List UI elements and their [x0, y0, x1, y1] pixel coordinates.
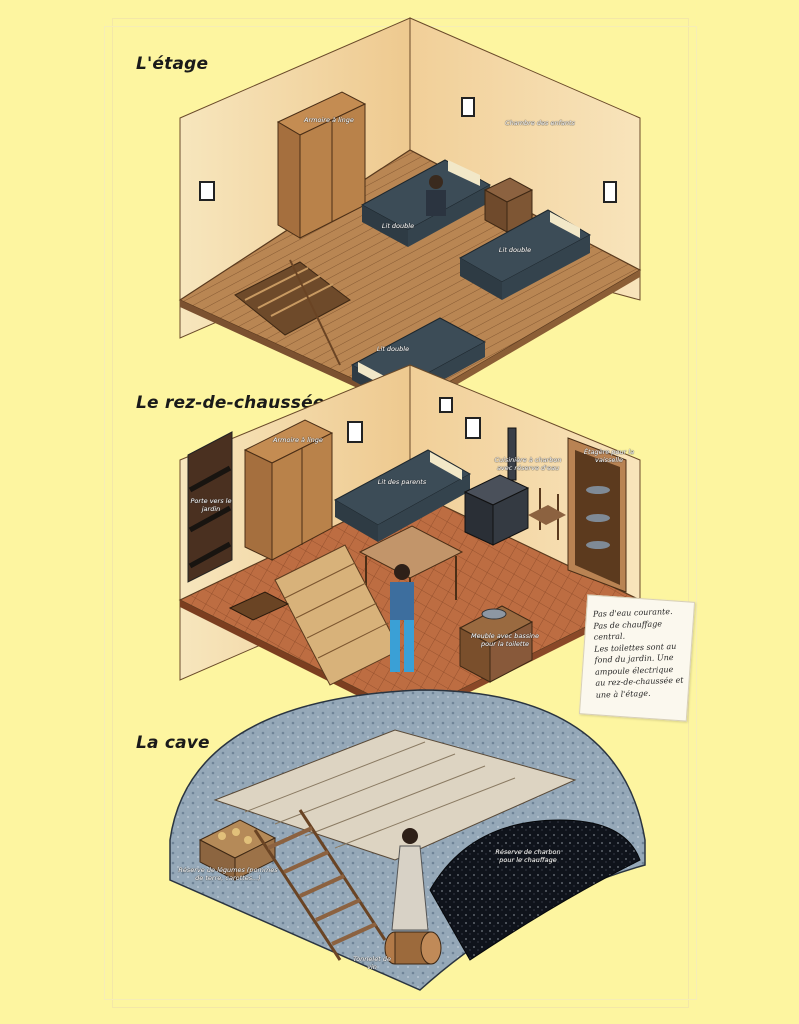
- etage-section: [178, 17, 642, 412]
- rdc-man-figure: [390, 564, 414, 672]
- etage-stair-opening: [234, 261, 351, 336]
- rdc-frame-3: [465, 417, 481, 439]
- label-cave-tonnelet: Tonnelet de vin: [353, 955, 391, 971]
- etage-armoire: [276, 91, 367, 239]
- cave-section: [169, 689, 646, 991]
- cave-ceiling-boards: [213, 729, 577, 861]
- rdc-parents-bed: [333, 449, 472, 542]
- rdc-coal-stove: [463, 427, 530, 546]
- note-text: Pas d'eau courante. Pas de chauffage cen…: [592, 606, 684, 700]
- etage-frame-2: [461, 97, 475, 117]
- etage-bed-1: [360, 159, 492, 247]
- etage-bed-2: [458, 209, 592, 300]
- rdc-trapdoor: [228, 591, 290, 621]
- rdc-chair: [528, 488, 566, 540]
- rdc-wash-basin: [458, 605, 534, 683]
- rdc-garden-door: [187, 431, 233, 583]
- cave-stairs: [253, 809, 387, 961]
- level-title-cave: La cave: [136, 733, 210, 753]
- etage-frame-3: [603, 181, 617, 203]
- rdc-frame-2: [439, 397, 453, 413]
- label-rdc-meuble: Meuble avec bassine pour la toilette: [471, 632, 539, 648]
- etage-frame-1: [199, 181, 215, 201]
- label-etage-lit-3: Lit double: [376, 345, 410, 353]
- page-frame: [112, 18, 689, 1008]
- rdc-frame-1: [347, 421, 363, 443]
- label-rdc-etagere: Étagère pour la vaisselle: [583, 448, 635, 464]
- handwritten-note: Pas d'eau courante. Pas de chauffage cen…: [578, 594, 696, 722]
- label-rdc-porte: Porte vers le jardin: [190, 497, 232, 513]
- rdc-section: [178, 364, 642, 722]
- rdc-dish-shelf: [567, 437, 627, 593]
- cave-woman-figure: [391, 828, 429, 931]
- label-cave-charbon: Réserve de charbon pour le chauffage: [495, 848, 561, 864]
- label-etage-chambre: Chambre des enfants: [505, 119, 575, 127]
- label-etage-lit-1: Lit double: [381, 222, 415, 230]
- cave-coal-pile: [429, 819, 641, 961]
- cave-wine-barrel: [384, 931, 442, 965]
- level-title-rdc: Le rez-de-chaussée: [136, 393, 325, 413]
- level-title-etage: L'étage: [136, 54, 209, 74]
- label-etage-lit-2: Lit double: [498, 246, 532, 254]
- label-rdc-armoire: Armoire à linge: [273, 436, 323, 444]
- label-rdc-cuisiniere: Cuisinière à charbon avec réserve d'eau: [494, 456, 562, 472]
- label-etage-armoire: Armoire à linge: [304, 116, 354, 124]
- rdc-armoire: [243, 419, 334, 561]
- label-rdc-lit: Lit des parents: [377, 478, 427, 486]
- label-cave-reserve-legumes: Réserve de légumes (pommes de terre, car…: [178, 866, 278, 882]
